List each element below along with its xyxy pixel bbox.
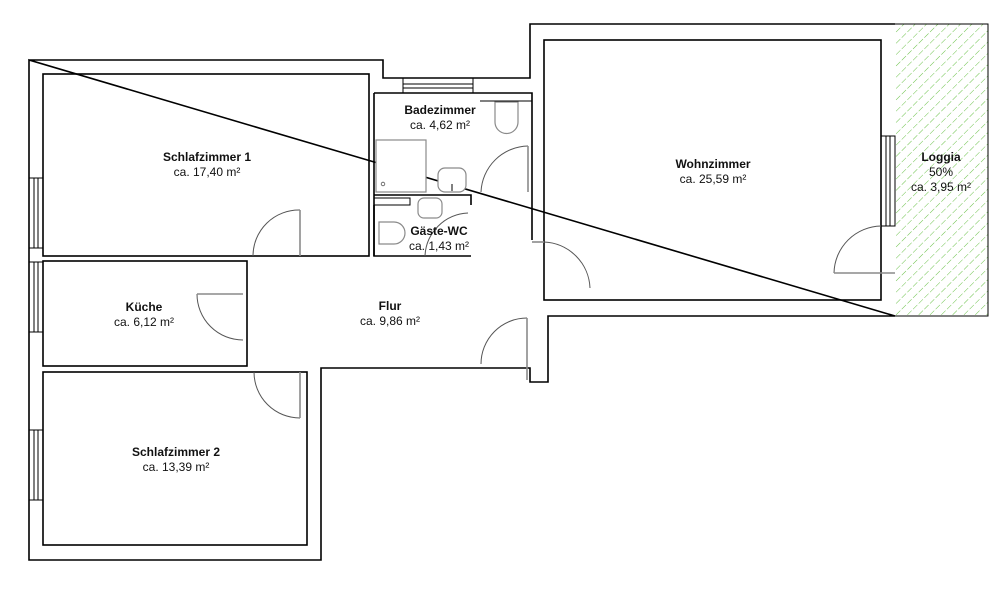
room-name: Küche [125, 300, 163, 314]
room-name: Gäste-WC [410, 224, 468, 238]
room-name: Schlafzimmer 1 [162, 150, 252, 164]
window-kueche [28, 261, 44, 333]
room-name: Loggia [921, 150, 961, 164]
washbasin-wc [417, 197, 443, 219]
room-area: ca. 1,43 m² [408, 239, 470, 253]
toilet-wc [378, 221, 406, 245]
door-wohnzimmer [532, 241, 591, 289]
room-area: ca. 9,86 m² [359, 314, 421, 328]
shower-tray [375, 139, 427, 193]
toilet-bath [480, 100, 532, 135]
door-entrance [480, 317, 528, 380]
room-name: Flur [378, 299, 402, 313]
room-area: ca. 3,95 m² [910, 180, 972, 194]
door-loggia [833, 225, 895, 274]
window-bath [402, 77, 474, 94]
room-name: Wohnzimmer [675, 157, 751, 171]
shelf-wc [373, 197, 411, 206]
room-area: ca. 13,39 m² [142, 460, 210, 474]
loggia-area [895, 23, 989, 317]
room-area: ca. 4,62 m² [409, 118, 471, 132]
door-schlafzimmer-1 [252, 209, 301, 257]
door-schlafzimmer-2 [253, 371, 301, 419]
door-wc [424, 212, 469, 257]
room-area: ca. 25,59 m² [679, 172, 747, 186]
room-name: Schlafzimmer 2 [131, 445, 221, 459]
washbasin-bath [437, 167, 467, 193]
window-schlafzimmer-2 [28, 429, 44, 501]
window-wohnzimmer [880, 135, 896, 227]
room-area: ca. 6,12 m² [113, 315, 175, 329]
room-name: Badezimmer [404, 103, 476, 117]
room-area: ca. 17,40 m² [173, 165, 241, 179]
window-schlafzimmer-1 [28, 177, 44, 249]
door-bad [480, 145, 529, 193]
room-share: 50% [928, 165, 954, 179]
door-kueche [196, 293, 244, 341]
